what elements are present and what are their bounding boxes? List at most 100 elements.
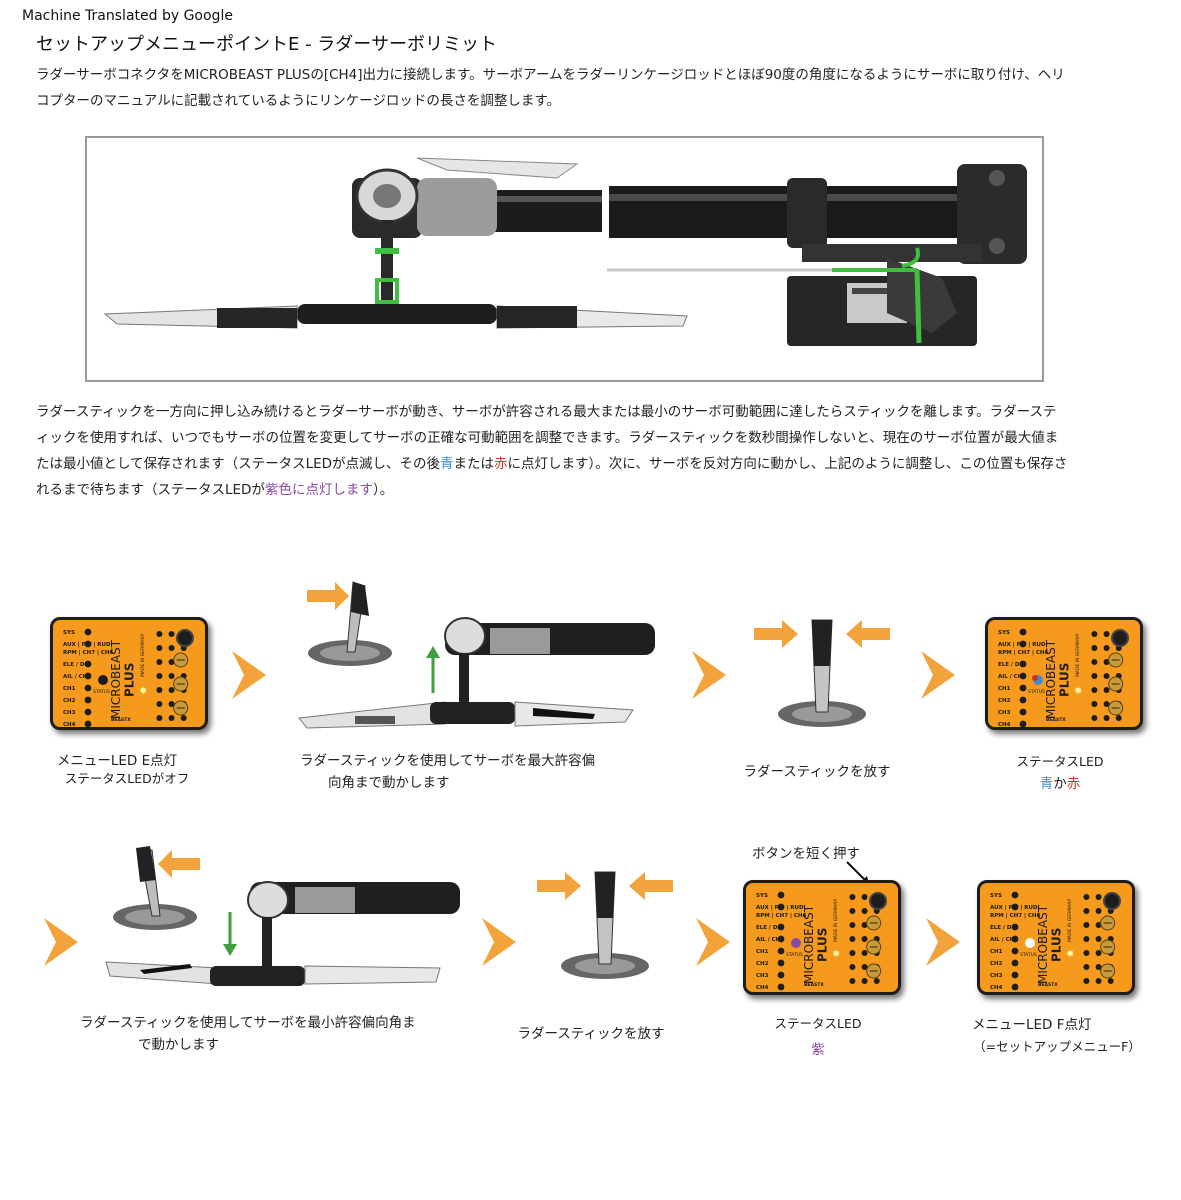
row-led (84, 696, 92, 704)
row-led (1019, 672, 1027, 680)
menu-led (1083, 936, 1090, 942)
row-led (777, 947, 785, 955)
body-text: ）。 (372, 482, 394, 498)
chevron-right-icon (232, 651, 266, 699)
menu-led (168, 631, 175, 637)
page-title: セットアップメニューポイントE - ラダーサーボリミット (36, 34, 497, 55)
menu-led (156, 701, 163, 707)
caption-release-1: ラダースティックを放す (743, 764, 891, 780)
device-row-label: RPM | CH7 | CH6 (63, 650, 114, 656)
device-row-label: ELE / DI1 (756, 925, 783, 931)
lit-led-icon: ✸ (1074, 686, 1082, 697)
body-line: たは最小値として保存されます（ステータスLEDが点滅し、その後青または赤に点灯し… (36, 451, 1151, 477)
device-made-in: MADE IN GERMANY (1067, 898, 1073, 942)
stick-released-2 (537, 871, 673, 979)
device-made-in: MADE IN GERMANY (1075, 633, 1081, 677)
menu-led (849, 922, 856, 928)
device-button (176, 629, 194, 647)
caption-line: ステータスLED (1016, 754, 1104, 769)
body-line: ラダースティックを一方向に押し込み続けるとラダーサーボが動き、サーボが許容される… (36, 404, 1057, 420)
menu-led (849, 894, 856, 900)
menu-led (1091, 715, 1098, 721)
stick-and-rotor-min (105, 846, 460, 986)
chevron-right-icon (696, 918, 730, 966)
menu-led (156, 687, 163, 693)
blue-word: 青 (1039, 776, 1054, 792)
menu-led (1091, 645, 1098, 651)
menu-led (1103, 701, 1110, 707)
device-row-label: CH4 (63, 722, 76, 727)
menu-led (1083, 922, 1090, 928)
menu-led (1083, 950, 1090, 956)
row-led (84, 720, 92, 727)
menu-led (1091, 673, 1098, 679)
row-led (1019, 720, 1027, 727)
row-led (777, 923, 785, 931)
menu-led (156, 673, 163, 679)
device-button (1111, 629, 1129, 647)
device-row-label: CH4 (990, 985, 1003, 991)
caption-line: で動かします (138, 1037, 219, 1053)
menu-led (849, 908, 856, 914)
menu-led (861, 908, 868, 914)
device-row-label: RPM | CH7 | CH6 (990, 913, 1041, 919)
row-led (84, 640, 92, 648)
status-label: STATUS (93, 689, 110, 695)
menu-led (1103, 659, 1110, 665)
device-button (869, 892, 887, 910)
device-row-label: CH3 (998, 710, 1011, 716)
row-led (777, 935, 785, 943)
caption-move-max: ラダースティックを使用してサーボを最大許容偏 向角まで動かします (300, 750, 645, 794)
caption-release-2: ラダースティックを放す (517, 1026, 665, 1042)
device-row-label: SYS (998, 630, 1010, 636)
menu-led (156, 715, 163, 721)
device-model: PLUS (1058, 663, 1072, 697)
chevron-right-icon (692, 651, 726, 699)
row-led (1011, 971, 1019, 979)
device-logo: BEASTX (1038, 982, 1058, 988)
device-row-label: CH1 (998, 686, 1011, 692)
caption-line: 青か赤 (990, 773, 1130, 795)
device-brand: MICROBEAST (109, 639, 123, 719)
status-label: STATUS (1020, 952, 1037, 958)
row-led (1011, 935, 1019, 943)
lit-led-icon: ✸ (832, 949, 840, 960)
device-row-label: ELE / DI1 (990, 925, 1017, 931)
menu-led (861, 936, 868, 942)
lit-led-icon: ✸ (1066, 949, 1074, 960)
device-brand: MICROBEAST (1044, 639, 1058, 719)
device-button (1103, 892, 1121, 910)
menu-led (168, 659, 175, 665)
device-row-label: AIL / CH5 (63, 674, 91, 680)
device-row-label: ELE / DI1 (63, 662, 90, 668)
caption-line: ラダースティックを使用してサーボを最大許容偏 (300, 753, 596, 769)
body-text: に点灯します）。次に、サーボを反対方向に動かし、上記のように調整し、この位置も保… (507, 456, 1068, 472)
device-row-label: AIL / CH5 (998, 674, 1026, 680)
menu-led (1083, 978, 1090, 984)
red-word: 赤 (1066, 776, 1081, 792)
device-row-label: CH3 (756, 973, 769, 979)
device-made-in: MADE IN GERMANY (140, 633, 146, 677)
status-label: STATUS (1028, 689, 1045, 695)
device-row-label: CH4 (998, 722, 1011, 727)
intro-line: コプターのマニュアルに記載されているようにリンケージロッドの長さを調整します。 (36, 93, 561, 109)
device-row-label: SYS (63, 630, 75, 636)
row-led (1019, 628, 1027, 636)
menu-led (1083, 964, 1090, 970)
caption-line: ステータスLED (774, 1016, 862, 1031)
purple-word: 紫 (811, 1042, 825, 1058)
status-led (98, 675, 108, 685)
intro-paragraph: ラダーサーボコネクタをMICROBEAST PLUSの[CH4]出力に接続します… (36, 62, 1151, 114)
menu-led (1103, 687, 1110, 693)
device-row-label: CH3 (63, 710, 76, 716)
menu-led (156, 631, 163, 637)
row-led (777, 959, 785, 967)
